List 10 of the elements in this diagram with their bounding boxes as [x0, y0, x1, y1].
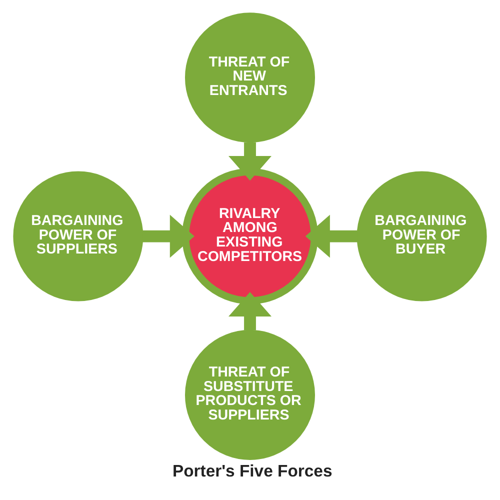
node-circle: THREAT OF NEW ENTRANTS: [184, 12, 316, 143]
arrow: [228, 292, 272, 330]
node-circle: BARGAINING POWER OF SUPPLIERS: [13, 171, 144, 302]
arrow: [305, 214, 358, 258]
node-circle: THREAT OF SUBSTITUTE PRODUCTS OR SUPPLIERS: [184, 330, 316, 460]
caption: Porter's Five Forces: [172, 461, 332, 480]
node-circle: BARGAINING POWER OF BUYER: [356, 171, 487, 302]
arrow: [228, 142, 272, 181]
node-circle: RIVALRY AMONG EXISTING COMPETITORS: [182, 168, 318, 304]
arrow: [142, 214, 194, 258]
